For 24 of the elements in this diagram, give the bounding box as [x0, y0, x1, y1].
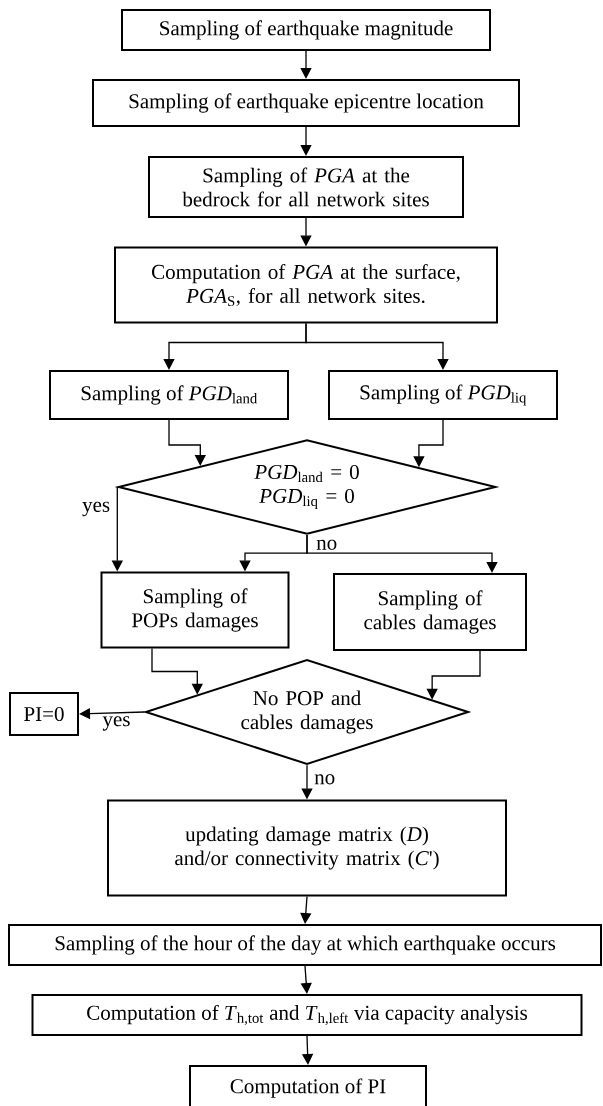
process-box: Computation of PGA at the surface, PGA$_{S}$, for all network sites. — [114, 246, 498, 324]
arrow — [300, 895, 312, 924]
process-box: Sampling of earthquake epicentre location — [92, 79, 520, 127]
edge-label: yes — [81, 500, 112, 518]
arrow — [79, 708, 146, 720]
edge-label: no — [315, 538, 339, 551]
process-box: Sampling of PGD$_{land}$ — [49, 370, 289, 420]
arrow — [305, 322, 449, 370]
arrow — [168, 419, 206, 466]
process-box: Computation of T$_{h,tot}$ and T$_{h,left}$ via capacity analysis — [31, 994, 583, 1036]
process-box: Computation of PI — [189, 1065, 427, 1106]
edge-label: yes — [101, 715, 132, 732]
process-box: Sampling of POPs damages — [100, 571, 290, 649]
process-box: Sampling of PGA at the bedrock for all network sites — [148, 156, 464, 218]
process-box: Sampling of earthquake magnitude — [121, 9, 491, 51]
process-box: Sampling of the hour of the day at which earthquake occurs — [8, 924, 602, 966]
process-box: Sampling of cables damages — [333, 573, 527, 651]
process-box: Sampling of PGD$_{liq}$ — [328, 370, 558, 420]
process-box: PI=0 — [9, 692, 79, 736]
arrow — [300, 50, 312, 79]
arrow — [300, 126, 312, 156]
edge-label: no — [313, 773, 337, 786]
arrow — [306, 534, 498, 573]
process-box: updating damage matrix (D) and/or connectivity matrix (C') — [107, 799, 507, 897]
